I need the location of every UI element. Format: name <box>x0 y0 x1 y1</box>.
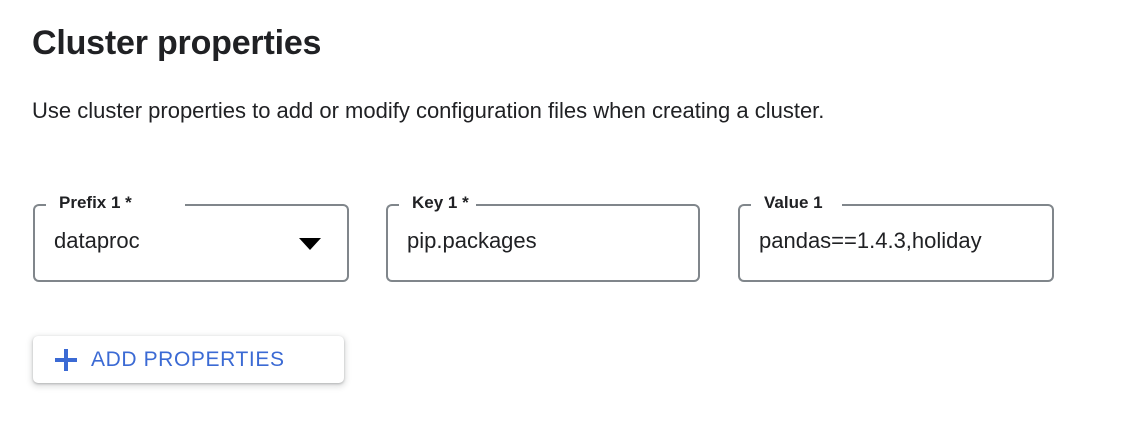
value-field[interactable]: Value 1 pandas==1.4.3,holiday <box>738 192 1054 282</box>
prefix-field-value[interactable]: dataproc <box>54 228 140 253</box>
outline-leading <box>738 204 751 282</box>
page-description: Use cluster properties to add or modify … <box>32 98 825 123</box>
value-field-value[interactable]: pandas==1.4.3,holiday <box>759 228 982 253</box>
page-title: Cluster properties <box>32 24 322 62</box>
key-field[interactable]: Key 1 * pip.packages <box>386 192 700 282</box>
outline-leading <box>386 204 399 282</box>
key-field-value[interactable]: pip.packages <box>407 228 537 253</box>
outline-leading <box>33 204 46 282</box>
key-field-label: Key 1 * <box>408 192 473 214</box>
add-properties-button[interactable]: ADD PROPERTIES <box>33 336 344 383</box>
prefix-field[interactable]: Prefix 1 * dataproc <box>33 192 349 282</box>
plus-icon <box>55 348 77 371</box>
chevron-down-icon[interactable] <box>299 238 321 250</box>
value-field-label: Value 1 <box>760 192 827 214</box>
prefix-field-label: Prefix 1 * <box>55 192 136 214</box>
add-properties-button-label: ADD PROPERTIES <box>91 347 285 371</box>
